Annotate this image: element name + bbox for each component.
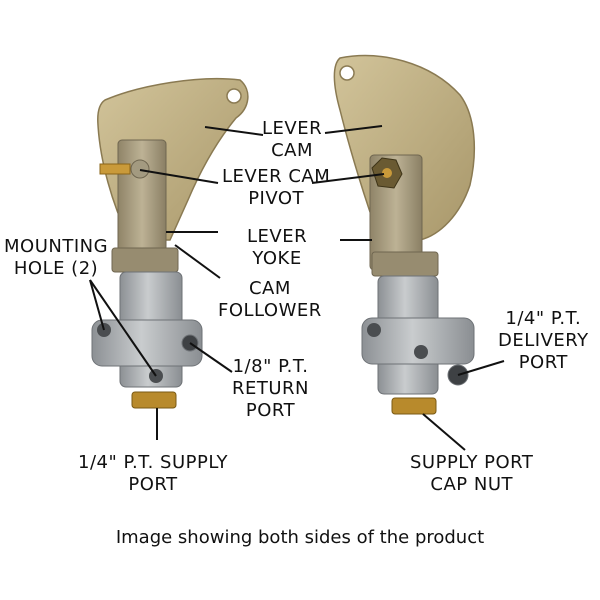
label-mounting-line1: MOUNTING [4,236,109,257]
label-lever-cam-line2: CAM [271,140,314,161]
label-supply-cap-nut: SUPPLY PORT CAP NUT [410,452,533,496]
left-cam-hole [226,88,242,104]
leader-mounting-1 [89,279,105,331]
right-lever-cam-plate [333,54,476,241]
label-capnut-line1: SUPPLY PORT [410,452,534,473]
label-return-port: 1/8" P.T. RETURN PORT [232,356,309,422]
left-valve-assembly [91,77,249,409]
image-caption: Image showing both sides of the product [115,527,485,548]
label-lever-cam: LEVER CAM [262,118,322,162]
label-mounting-line2: HOLE (2) [13,258,99,279]
label-follower-line2: FOLLOWER [218,300,322,321]
label-pivot-line2: PIVOT [248,188,305,209]
leader-cap-nut [422,413,466,451]
label-mounting-hole: MOUNTING HOLE (2) [4,236,108,280]
right-valve-assembly [333,54,476,415]
label-lever-cam-pivot: LEVER CAM PIVOT [222,166,330,210]
label-supply-line2: PORT [128,474,178,495]
label-capnut-line2: CAP NUT [430,474,513,495]
label-cam-follower: CAM FOLLOWER [218,278,322,322]
leader-cam-follower [174,244,221,279]
left-pivot-stud [99,163,131,175]
label-yoke-line1: LEVER [247,226,308,247]
leader-return-port [189,342,233,373]
label-follower-line1: CAM [248,278,291,299]
label-lever-yoke: LEVER YOKE [247,226,307,270]
leader-pivot-right [311,173,385,184]
right-valve-crossbar [361,317,475,365]
leader-delivery-port [457,360,505,376]
leader-mounting-2 [89,279,157,377]
right-supply-cap-brass [391,397,437,415]
label-lever-cam-line1: LEVER [262,118,323,139]
left-valve-crossbar [91,319,203,367]
label-supply-line1: 1/4" P.T. SUPPLY [78,452,228,473]
left-lever-yoke [117,139,167,266]
label-return-line1: 1/8" P.T. [232,356,309,377]
label-supply-port: 1/4" P.T. SUPPLY PORT [78,452,228,496]
left-yoke-base [111,247,179,273]
label-delivery-line1: 1/4" P.T. [505,308,582,329]
right-front-port [414,345,428,359]
label-yoke-line2: YOKE [252,248,302,269]
label-delivery-line2: DELIVERY [498,330,589,351]
label-pivot-line1: LEVER CAM [222,166,331,187]
label-delivery-port: 1/4" P.T. DELIVERY PORT [498,308,589,374]
leader-lever-cam-left [204,126,264,136]
left-supply-cap-brass [131,391,177,409]
right-yoke-base [371,251,439,277]
right-side-port [367,323,381,337]
leader-lever-cam-right [324,125,383,134]
right-pivot-center [382,168,392,178]
right-cam-hole [339,65,355,81]
left-pivot-nut [130,159,150,179]
label-delivery-line3: PORT [518,352,568,373]
label-return-line2: RETURN [232,378,310,399]
leader-pivot-left [139,169,219,184]
leader-lines [89,125,505,451]
label-return-line3: PORT [245,400,296,421]
